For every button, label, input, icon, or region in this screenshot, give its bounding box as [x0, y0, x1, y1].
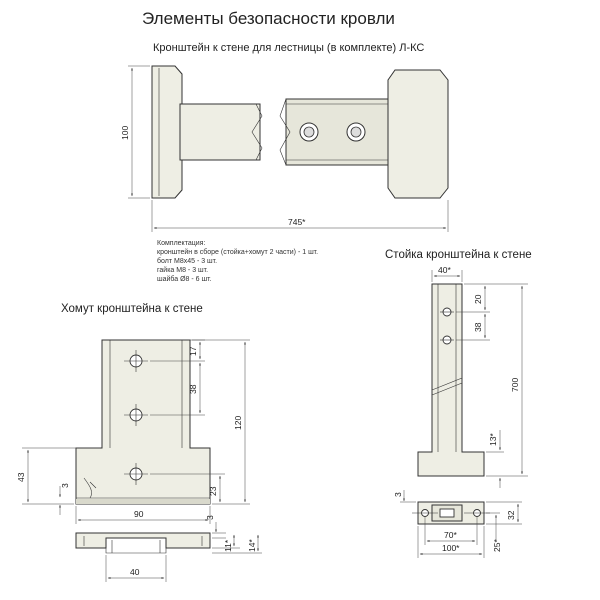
- post-hole-1: [440, 307, 454, 317]
- kit-heading: Комплектация:: [157, 240, 205, 247]
- clamp-hole-2: [124, 404, 148, 426]
- dim-120-label: 120: [233, 416, 243, 430]
- dim-post-40-label: 40*: [438, 265, 451, 275]
- kit-item: кронштейн в сборе (стойка+хомут 2 части)…: [157, 248, 318, 256]
- clamp-view-title: Хомут кронштейна к стене: [61, 303, 203, 315]
- dim-post-3-label: 3: [393, 492, 403, 497]
- page-subtitle: Кронштейн к стене для лестницы (в компле…: [153, 42, 424, 54]
- dim-43-label: 43: [16, 472, 26, 482]
- dim-3-label: 3: [60, 483, 70, 488]
- wall-plate: [151, 65, 183, 199]
- kit-item: болт М8х45 - 3 шт.: [157, 257, 217, 265]
- dim-post-100-label: 100*: [442, 543, 460, 553]
- dim-post-25-label: 25*: [492, 539, 502, 552]
- kit-item: шайба Ø8 - 6 шт.: [157, 275, 212, 283]
- page-title: Элементы безопасности кровли: [142, 9, 395, 28]
- base-hole-1: [412, 509, 438, 517]
- post-view: Стойка кронштейна к стене 40* 20 38: [385, 249, 532, 558]
- post-view-title: Стойка кронштейна к стене: [385, 249, 532, 261]
- dim-11-label: 11*: [223, 539, 233, 552]
- kit-list: Комплектация: кронштейн в сборе (стойка+…: [157, 240, 318, 283]
- kit-item: гайка М8 - 3 шт.: [157, 266, 208, 274]
- dim-post-13-label: 13*: [488, 433, 498, 446]
- dim-14-label: 14*: [247, 539, 257, 552]
- dim-38-label: 38: [188, 384, 198, 394]
- clamp-hole-3: [124, 463, 148, 485]
- base-slot-icon: [439, 508, 455, 518]
- bolt-head-2: [346, 122, 366, 142]
- dim-17-label: 17: [188, 346, 198, 356]
- dim-3b-label: 3: [205, 515, 215, 520]
- clamp-view: Хомут кронштейна к стене 17 38: [16, 303, 262, 582]
- dim-post-38-label: 38: [473, 322, 483, 332]
- dim-post-32-label: 32: [506, 510, 516, 520]
- dim-post-20-label: 20: [473, 294, 483, 304]
- dim-post-70-label: 70*: [444, 530, 457, 540]
- dim-length-label: 745*: [288, 217, 306, 227]
- post-arm: [179, 103, 261, 161]
- dim-post-700-label: 700: [510, 378, 520, 392]
- post-hole-2: [440, 335, 454, 345]
- dim-23-label: 23: [208, 486, 218, 496]
- clamp-body: [75, 339, 211, 505]
- dim-90-label: 90: [134, 509, 144, 519]
- bracket-assembly-view: 100 745*: [120, 65, 449, 232]
- clamp-hole-1: [124, 350, 148, 372]
- bolt-head-1: [299, 122, 319, 142]
- clamp-block: [387, 69, 449, 199]
- dim-height-label: 100: [120, 126, 130, 140]
- base-hole-2: [464, 509, 490, 517]
- dim-40-label: 40: [130, 567, 140, 577]
- clamp-profile: [75, 532, 211, 549]
